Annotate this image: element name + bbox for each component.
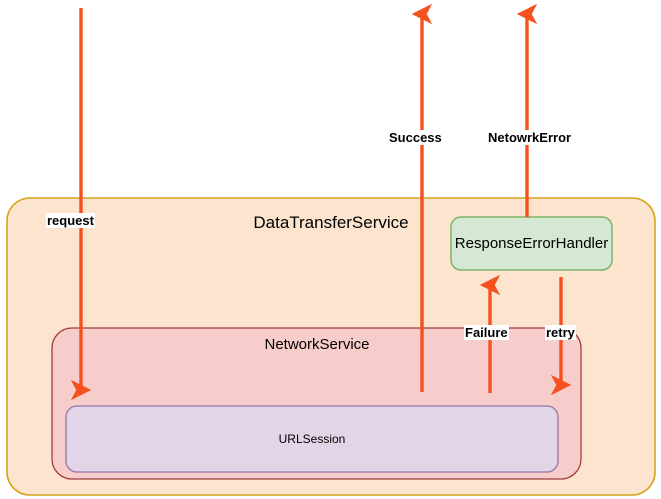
edge-label-retry: retry <box>545 325 576 340</box>
network-service-label: NetworkService <box>264 336 370 353</box>
url-session-rect <box>65 405 559 473</box>
edge-label-success: Success <box>388 130 443 145</box>
response-error-handler-rect <box>450 216 613 271</box>
data-transfer-service-label: DataTransferService <box>253 213 409 232</box>
url-session-label: URLSession <box>278 432 346 446</box>
edge-label-network-error: NetowrkError <box>487 130 573 145</box>
edge-label-request: request <box>46 213 95 228</box>
node-response-error-handler[interactable] <box>450 216 613 271</box>
edge-label-failure: Failure <box>464 325 509 340</box>
response-error-handler-label: ResponseErrorHandler <box>454 235 609 252</box>
container-url-session[interactable] <box>65 405 559 473</box>
